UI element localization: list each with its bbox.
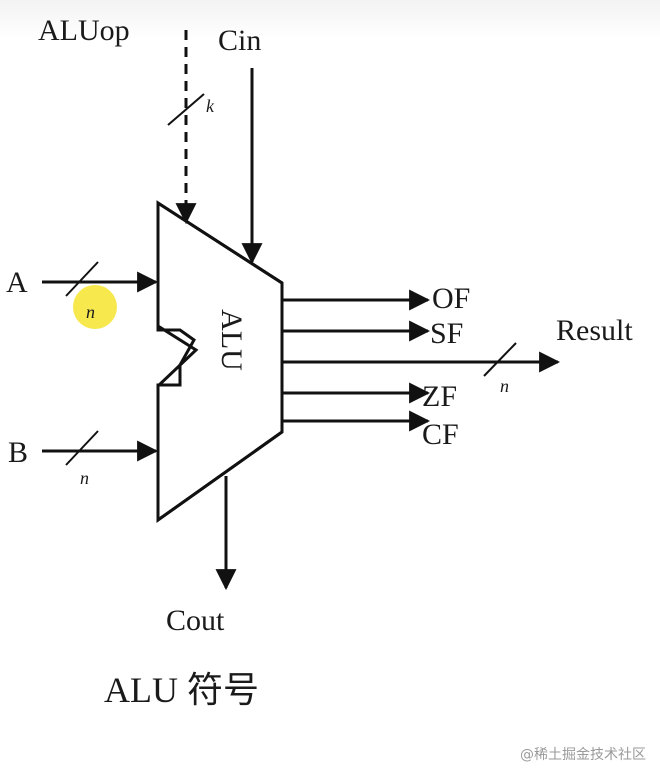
a-bus-slash <box>65 261 99 297</box>
sf-label: SF <box>430 317 463 350</box>
result-bus-slash <box>483 342 517 377</box>
result-label: Result <box>556 314 633 347</box>
cursor-highlight <box>73 285 117 329</box>
b-bus-slash <box>65 430 99 466</box>
a-width-label: n <box>86 302 95 322</box>
aluop-label: ALUop <box>38 14 130 47</box>
k-label: k <box>206 96 215 116</box>
cout-label: Cout <box>166 604 225 637</box>
watermark: @稀土掘金技术社区 <box>520 747 646 763</box>
cf-label: CF <box>422 418 459 451</box>
alu-label: ALU <box>215 309 248 371</box>
b-label: B <box>8 436 28 469</box>
of-label: OF <box>432 282 470 315</box>
b-width-label: n <box>80 468 89 488</box>
zf-label: ZF <box>422 380 457 413</box>
aluop-bus-slash <box>167 93 205 126</box>
diagram-caption: ALU 符号 <box>104 670 259 710</box>
a-label: A <box>6 266 28 299</box>
cin-label: Cin <box>218 24 261 57</box>
result-width-label: n <box>500 376 509 396</box>
